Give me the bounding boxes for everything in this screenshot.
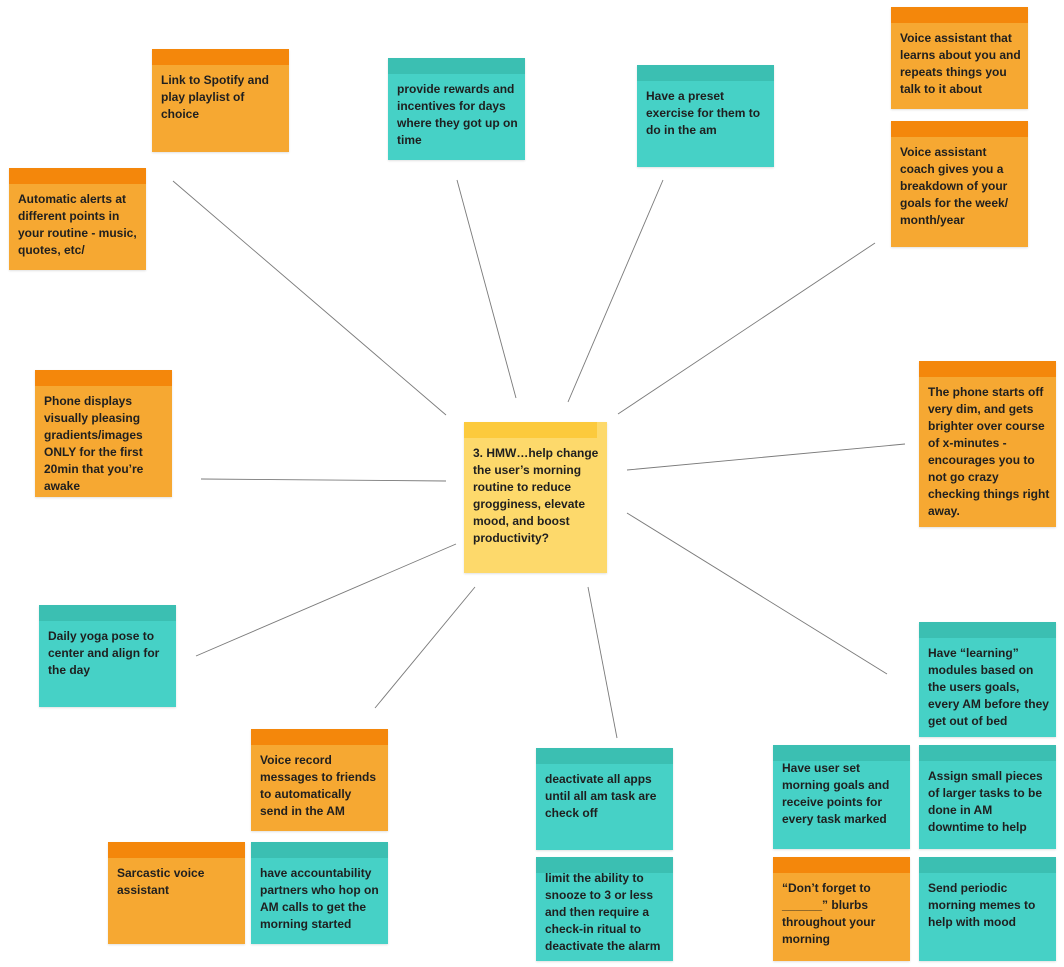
connector-line [200, 478, 447, 482]
note-voice-record[interactable]: Voice record messages to friends to auto… [251, 729, 388, 831]
note-text: limit the ability to snooze to 3 or less… [545, 871, 661, 953]
note-yoga[interactable]: Daily yoga pose to center and align for … [39, 605, 176, 707]
note-band [251, 842, 388, 858]
connector-line [626, 443, 906, 471]
note-text: Voice assistant coach gives you a breakd… [900, 145, 1009, 227]
note-spotify[interactable]: Link to Spotify and play playlist of cho… [152, 49, 289, 152]
note-band [919, 857, 1056, 873]
note-snooze[interactable]: limit the ability to snooze to 3 or less… [536, 857, 673, 961]
note-memes[interactable]: Send periodic morning memes to help with… [919, 857, 1056, 961]
note-text: Sarcastic voice assistant [117, 866, 205, 897]
note-band [891, 121, 1028, 137]
note-text: Link to Spotify and play playlist of cho… [161, 73, 269, 121]
note-sarcastic[interactable]: Sarcastic voice assistant [108, 842, 245, 944]
note-band [251, 729, 388, 745]
note-text: Assign small pieces of larger tasks to b… [928, 769, 1043, 834]
note-band [35, 370, 172, 386]
note-auto-alerts[interactable]: Automatic alerts at different points in … [9, 168, 146, 270]
note-dont-forget[interactable]: “Don’t forget to ______” blurbs througho… [773, 857, 910, 961]
note-band [773, 745, 910, 761]
note-gradients[interactable]: Phone displays visually pleasing gradien… [35, 370, 172, 497]
note-text: Voice record messages to friends to auto… [260, 753, 377, 818]
note-text: have accountability partners who hop on … [260, 866, 379, 931]
note-band [919, 622, 1056, 638]
note-voice-learns[interactable]: Voice assistant that learns about you an… [891, 7, 1028, 109]
connector-line [626, 512, 888, 675]
note-text: provide rewards and incentives for days … [397, 82, 518, 147]
note-dim-phone[interactable]: The phone starts off very dim, and gets … [919, 361, 1056, 527]
connector-line [567, 179, 664, 403]
note-band [891, 7, 1028, 23]
center-note-text: 3. HMW…help change the user’s morning ro… [473, 446, 599, 545]
connector-line [587, 586, 618, 739]
note-band [919, 361, 1056, 377]
note-text: “Don’t forget to ______” blurbs througho… [782, 881, 876, 946]
note-text: Voice assistant that learns about you an… [900, 31, 1021, 96]
note-voice-coach[interactable]: Voice assistant coach gives you a breakd… [891, 121, 1028, 247]
note-deactivate-apps[interactable]: deactivate all apps until all am task ar… [536, 748, 673, 850]
note-text: Send periodic morning memes to help with… [928, 881, 1036, 929]
connector-line [374, 586, 476, 709]
note-text: Have a preset exercise for them to do in… [646, 89, 761, 137]
note-accountability[interactable]: have accountability partners who hop on … [251, 842, 388, 944]
note-band [464, 422, 597, 438]
note-band [536, 857, 673, 873]
note-band [9, 168, 146, 184]
note-band [152, 49, 289, 65]
note-band [108, 842, 245, 858]
note-text: Have user set morning goals and receive … [782, 761, 890, 826]
note-preset-exercise[interactable]: Have a preset exercise for them to do in… [637, 65, 774, 167]
note-text: Phone displays visually pleasing gradien… [44, 394, 144, 493]
center-note[interactable]: 3. HMW…help change the user’s morning ro… [464, 422, 607, 573]
note-rewards[interactable]: provide rewards and incentives for days … [388, 58, 525, 160]
connector-line [195, 543, 457, 657]
note-band [536, 748, 673, 764]
note-text: Have “learning” modules based on the use… [928, 646, 1049, 728]
note-small-tasks[interactable]: Assign small pieces of larger tasks to b… [919, 745, 1056, 849]
note-band [39, 605, 176, 621]
connector-line [456, 179, 517, 399]
note-text: deactivate all apps until all am task ar… [545, 772, 657, 820]
note-band [388, 58, 525, 74]
note-band [773, 857, 910, 873]
note-text: Automatic alerts at different points in … [18, 192, 137, 257]
note-text: Daily yoga pose to center and align for … [48, 629, 160, 677]
note-band [919, 745, 1056, 761]
connector-line [172, 180, 447, 416]
note-band [637, 65, 774, 81]
note-user-goals[interactable]: Have user set morning goals and receive … [773, 745, 910, 849]
note-text: The phone starts off very dim, and gets … [928, 385, 1050, 518]
note-learning-modules[interactable]: Have “learning” modules based on the use… [919, 622, 1056, 737]
connector-line [617, 242, 876, 415]
